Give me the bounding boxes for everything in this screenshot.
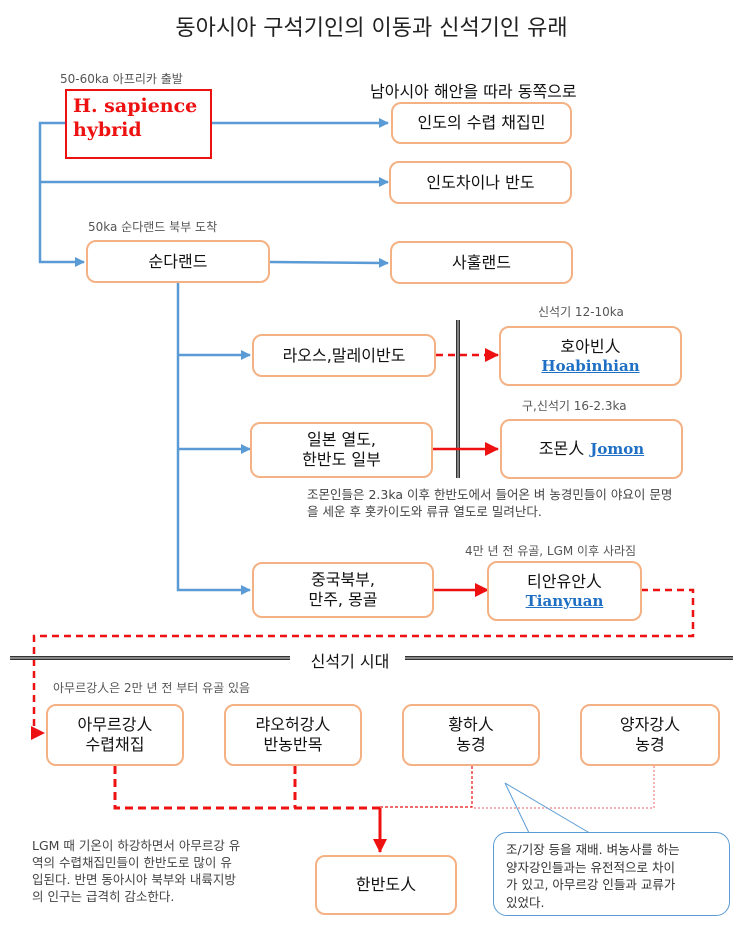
yellow-line2: 농경 bbox=[456, 735, 486, 754]
callout-pointer bbox=[504, 782, 594, 836]
japan-line2: 한반도 일부 bbox=[302, 450, 381, 469]
origin-line2: hybrid bbox=[73, 118, 142, 141]
box-sahul: 사훌랜드 bbox=[390, 241, 573, 284]
hoabinh-link[interactable]: Hoabinhian bbox=[541, 356, 640, 375]
japan-line1: 일본 열도, bbox=[306, 430, 377, 449]
tianyuan-ko: 티안유안人 bbox=[527, 571, 602, 591]
sundaland-note: 50ka 순다랜드 북부 도착 bbox=[88, 220, 218, 234]
box-liaohe: 랴오허강人 반농반목 bbox=[224, 704, 362, 766]
callout-line1: 조/기장 등을 재배. 벼농사를 하는 bbox=[506, 842, 680, 857]
box-india-label: 인도의 수렵 채집민 bbox=[417, 113, 546, 132]
box-korea: 한반도人 bbox=[315, 855, 457, 915]
callout-line4: 있었다. bbox=[506, 894, 545, 910]
jomon-link[interactable]: Jomon bbox=[590, 439, 645, 458]
line-amur-merge bbox=[113, 766, 380, 810]
neolithic-divider-label: 신석기 시대 bbox=[310, 652, 390, 671]
origin-line1: H. sapience bbox=[73, 95, 198, 117]
box-sundaland: 순다랜드 bbox=[86, 240, 270, 283]
jomon-ko: 조몬人 bbox=[538, 439, 585, 458]
line-sunda-trunk bbox=[176, 282, 251, 595]
yellow-line1: 황하人 bbox=[448, 715, 494, 734]
callout-line2: 양자강인들과는 유전적으로 차이 bbox=[506, 859, 675, 875]
box-north-china: 중국북부, 만주, 몽골 bbox=[252, 562, 434, 618]
lgm-line2: 역의 수렵채집민들이 한반도로 많이 유 bbox=[32, 854, 232, 870]
yangtze-line1: 양자강人 bbox=[619, 715, 681, 734]
amur-note: 아무르강人은 2만 년 전 부터 유골 있음 bbox=[53, 681, 251, 695]
tianyuan-link[interactable]: Tianyuan bbox=[525, 591, 604, 610]
lgm-line3: 입된다. 반면 동아시아 북부와 내륙지방 bbox=[32, 871, 236, 887]
box-laos-label: 라오스,말레이반도 bbox=[282, 345, 406, 365]
box-jomon: 조몬人 Jomon bbox=[500, 419, 683, 479]
page-title: 동아시아 구석기인의 이동과 신석기인 유래 bbox=[175, 16, 568, 41]
line-origin-trunk bbox=[38, 121, 85, 267]
north-china-line1: 중국북부, bbox=[311, 570, 375, 589]
box-yellow-river: 황하人 농경 bbox=[402, 704, 540, 766]
origin-box: H. sapience hybrid bbox=[65, 89, 212, 159]
arrow-sunda-to-sahul bbox=[269, 257, 389, 268]
box-laos-malay: 라오스,말레이반도 bbox=[252, 334, 436, 377]
tianyuan-note: 4만 년 전 유골, LGM 이후 사라짐 bbox=[465, 544, 637, 558]
box-tianyuan: 티안유안人 Tianyuan bbox=[487, 561, 642, 621]
lgm-line4: 의 인구는 급격히 감소한다. bbox=[32, 888, 175, 904]
line-yellow-merge bbox=[380, 766, 473, 808]
lgm-description: LGM 때 기온이 하강하면서 아무르강 유 역의 수렵채집민들이 한반도로 많… bbox=[32, 838, 240, 906]
jomon-description: 조몬인들은 2.3ka 이후 한반도에서 들어온 벼 농경민들이 야요이 문명 … bbox=[307, 487, 672, 521]
box-amur: 아무르강人 수렵채집 bbox=[46, 704, 184, 766]
liaohe-line2: 반농반목 bbox=[263, 735, 323, 754]
box-sahul-label: 사훌랜드 bbox=[452, 252, 511, 272]
hoabinh-ko: 호아빈人 bbox=[560, 336, 621, 356]
box-hoabinh: 호아빈人 Hoabinhian bbox=[499, 326, 682, 386]
lgm-line1: LGM 때 기온이 하강하면서 아무르강 유 bbox=[32, 838, 241, 853]
box-india: 인도의 수렵 채집민 bbox=[391, 102, 572, 144]
box-sundaland-label: 순다랜드 bbox=[148, 251, 208, 271]
jomon-note: 구,신석기 16-2.3ka bbox=[522, 399, 627, 413]
origin-note: 50-60ka 아프리카 출발 bbox=[60, 72, 183, 86]
yangtze-line2: 농경 bbox=[635, 735, 665, 754]
north-china-line2: 만주, 몽골 bbox=[308, 590, 378, 609]
jomon-desc-line2: 을 세운 후 홋카이도와 류큐 열도로 밀려난다. bbox=[307, 503, 542, 519]
callout-line3: 가 있고, 아무르강 인들과 교류가 bbox=[506, 877, 676, 892]
arrow-tianyuan-to-amur bbox=[31, 588, 695, 740]
south-asia-heading: 남아시아 해안을 따라 동쪽으로 bbox=[370, 82, 577, 101]
box-yangtze: 양자강人 농경 bbox=[580, 704, 720, 766]
hoabinh-note: 신석기 12-10ka bbox=[538, 305, 624, 319]
amur-line2: 수렵채집 bbox=[85, 735, 145, 754]
callout-yellow-river: 조/기장 등을 재배. 벼농사를 하는 양자강인들과는 유전적으로 차이 가 있… bbox=[493, 832, 730, 916]
box-indochina-label: 인도차이나 반도 bbox=[426, 172, 535, 192]
line-yangtze-merge bbox=[472, 766, 655, 809]
liaohe-line1: 랴오허강人 bbox=[255, 715, 331, 734]
jomon-desc-line1: 조몬인들은 2.3ka 이후 한반도에서 들어온 벼 농경민들이 야요이 문명 bbox=[307, 487, 673, 502]
amur-line1: 아무르강人 bbox=[77, 715, 153, 734]
box-japan-korea: 일본 열도, 한반도 일부 bbox=[250, 422, 433, 478]
box-indochina: 인도차이나 반도 bbox=[389, 161, 572, 204]
korea-label: 한반도人 bbox=[355, 875, 417, 894]
